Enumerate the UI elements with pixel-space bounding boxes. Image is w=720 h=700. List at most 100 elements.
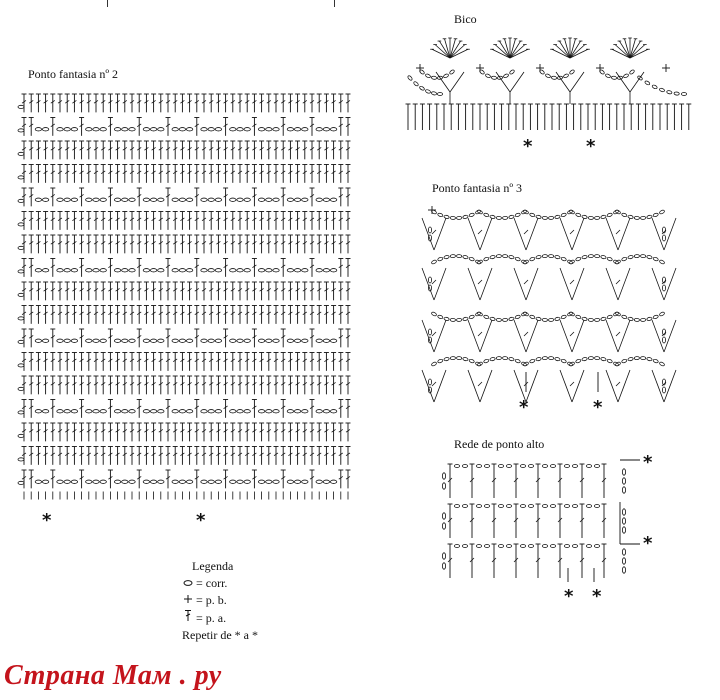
chain-stitch bbox=[633, 317, 640, 322]
double-crochet-bar bbox=[280, 217, 286, 221]
v-stitch-bar bbox=[477, 279, 483, 285]
chain-stitch bbox=[243, 127, 251, 132]
double-crochet-bar bbox=[21, 335, 27, 339]
fan-stitch bbox=[444, 38, 451, 59]
chain-stitch bbox=[85, 268, 93, 273]
double-crochet-bar bbox=[266, 241, 272, 245]
double-crochet-bar bbox=[338, 100, 344, 104]
double-crochet-bar bbox=[144, 147, 149, 151]
chain-stitch bbox=[286, 338, 294, 343]
double-crochet-bar bbox=[86, 311, 92, 315]
double-crochet-bar bbox=[230, 100, 236, 104]
fan-stitch bbox=[569, 40, 581, 59]
double-crochet-bar bbox=[237, 241, 243, 245]
double-crochet-bar bbox=[136, 335, 142, 339]
chain-stitch bbox=[514, 212, 521, 218]
double-crochet-bar bbox=[579, 557, 585, 563]
chain-stitch bbox=[428, 226, 433, 234]
chain-stitch bbox=[437, 212, 444, 218]
chain-stitch bbox=[85, 197, 93, 202]
double-crochet-bar bbox=[64, 170, 70, 174]
chain-stitch bbox=[99, 409, 107, 414]
double-crochet-bar bbox=[93, 429, 99, 433]
double-crochet-bar bbox=[201, 147, 207, 151]
chain-stitch bbox=[419, 85, 425, 91]
double-crochet-bar bbox=[151, 100, 156, 104]
chain-stitch bbox=[293, 409, 302, 414]
chain-stitch bbox=[477, 311, 483, 317]
double-crochet-bar bbox=[295, 358, 300, 362]
double-crochet-bar bbox=[57, 358, 63, 362]
double-crochet-bar bbox=[187, 382, 192, 386]
chain-stitch bbox=[528, 544, 535, 548]
chain-stitch bbox=[652, 314, 659, 320]
double-crochet-bar bbox=[194, 100, 200, 104]
double-crochet-bar bbox=[208, 241, 214, 245]
chain-stitch bbox=[329, 338, 338, 343]
double-crochet-bar bbox=[280, 288, 286, 292]
double-crochet-bar bbox=[165, 217, 171, 221]
chain-stitch bbox=[659, 259, 665, 265]
double-crochet-bar bbox=[158, 147, 164, 151]
chain-stitch bbox=[41, 268, 50, 273]
double-crochet-bar bbox=[295, 100, 300, 104]
double-crochet-bar bbox=[208, 147, 214, 151]
double-crochet-bar bbox=[72, 382, 77, 386]
chain-stitch bbox=[557, 75, 563, 80]
double-crochet-bar bbox=[302, 241, 308, 245]
chain-stitch bbox=[63, 197, 71, 202]
double-crochet-bar bbox=[309, 123, 315, 127]
double-crochet-bar bbox=[187, 452, 192, 456]
double-crochet-bar bbox=[86, 170, 92, 174]
double-crochet-bar bbox=[208, 358, 214, 362]
chain-stitch bbox=[529, 314, 536, 320]
chain-stitch bbox=[585, 544, 592, 548]
v-stitch bbox=[421, 267, 435, 301]
fan-stitch bbox=[629, 40, 641, 59]
ponto3-chart bbox=[421, 206, 677, 403]
chain-stitch bbox=[315, 268, 323, 273]
double-crochet-bar bbox=[180, 358, 185, 362]
chain-stitch bbox=[585, 464, 592, 468]
double-crochet-bar bbox=[309, 194, 315, 198]
double-crochet-bar bbox=[194, 241, 200, 245]
double-crochet-bar bbox=[280, 147, 286, 151]
v-stitch-bar bbox=[477, 381, 483, 387]
chain-stitch bbox=[34, 338, 42, 343]
double-crochet-bar bbox=[244, 452, 250, 456]
chain-stitch bbox=[265, 197, 273, 202]
double-crochet-bar bbox=[165, 476, 171, 480]
page-edge-mark-left bbox=[107, 0, 108, 7]
chain-stitch bbox=[652, 358, 659, 364]
chain-stitch bbox=[506, 464, 513, 468]
chain-stitch bbox=[535, 255, 542, 260]
double-crochet-bar bbox=[86, 100, 92, 104]
double-crochet-bar bbox=[237, 100, 243, 104]
double-crochet-bar bbox=[28, 123, 34, 127]
double-crochet-bar bbox=[100, 382, 106, 386]
double-crochet-bar bbox=[79, 358, 84, 362]
double-crochet-bar bbox=[288, 217, 293, 221]
double-crochet-bar bbox=[21, 405, 27, 409]
chain-stitch bbox=[666, 90, 673, 95]
chain-stitch bbox=[661, 386, 666, 394]
chain-stitch bbox=[214, 127, 222, 132]
double-crochet-bar bbox=[237, 382, 243, 386]
double-crochet-bar bbox=[259, 452, 264, 456]
double-crochet-bar bbox=[28, 288, 34, 292]
double-crochet-bar bbox=[144, 382, 149, 386]
double-crochet-bar bbox=[309, 476, 315, 480]
double-crochet-bar bbox=[86, 241, 92, 245]
chain-stitch bbox=[121, 338, 129, 343]
double-crochet-bar bbox=[122, 288, 128, 292]
chain-stitch bbox=[569, 209, 575, 215]
double-crochet-bar bbox=[288, 358, 293, 362]
double-crochet-bar bbox=[331, 217, 336, 221]
chain-stitch bbox=[322, 127, 330, 132]
chain-stitch bbox=[569, 311, 575, 317]
double-crochet-bar bbox=[28, 241, 34, 245]
chain-stitch bbox=[92, 197, 100, 202]
double-crochet-bar bbox=[36, 217, 41, 221]
double-crochet-bar bbox=[259, 288, 264, 292]
v-stitch bbox=[629, 71, 645, 93]
